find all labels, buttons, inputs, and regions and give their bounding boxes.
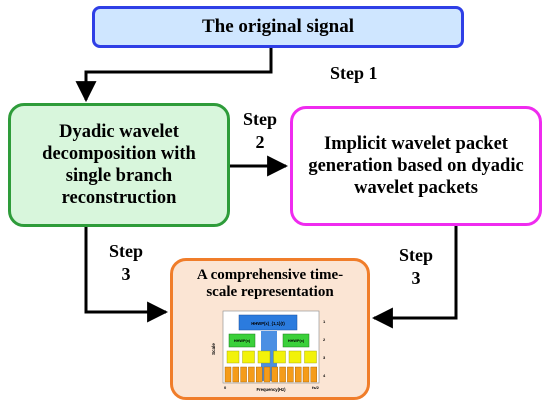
step2-number: 2 — [255, 131, 265, 152]
arrow-step3-right — [371, 226, 458, 329]
step1-label: Step 1 — [330, 63, 378, 83]
implicit-packet-box: Implicit wavelet packet generation based… — [290, 106, 542, 226]
thumbnail-level3-row — [226, 350, 317, 364]
thumbnail-y-tick-2: 2 — [323, 337, 326, 342]
thumbnail-level3-bar — [304, 350, 317, 364]
thumbnail-x-tick-start: 0 — [224, 385, 227, 390]
step2-word: Step — [242, 109, 277, 129]
dyadic-decomposition-box: Dyadic wavelet decomposition with single… — [8, 103, 230, 227]
thumbnail-level3-bar — [288, 350, 302, 364]
step3-left-number: 3 — [121, 263, 131, 284]
representation-box: A comprehensive time-scale representatio… — [170, 258, 370, 400]
arrow-step1 — [75, 48, 273, 103]
thumbnail-root-node — [238, 314, 298, 331]
thumbnail-x-tick-end: fs/2 — [312, 385, 320, 390]
original-signal-box: The original signal — [92, 6, 464, 48]
thumbnail-level4-bar — [279, 366, 286, 383]
step3-right-number: 3 — [411, 267, 421, 288]
step3-left-label: Step 3 — [98, 240, 154, 285]
thumbnail-level3-bar — [257, 350, 271, 364]
thumbnail-level4-bar — [271, 366, 278, 383]
thumbnail-level3-bar — [242, 350, 255, 364]
thumbnail-level3-bar — [226, 350, 240, 364]
representation-label: A comprehensive time-scale representatio… — [196, 267, 344, 301]
thumbnail-level2-right-label: HHWP(x) — [288, 339, 305, 343]
time-scale-thumbnail: HHWP(x)_{1,1}(t) HHWP(x) HHWP(x) Scale F… — [211, 310, 326, 392]
thumbnail-level2-left-label: HHWP(x) — [234, 339, 251, 343]
thumbnail-x-axis-label: Frequency(Hz) — [256, 387, 286, 392]
thumbnail-y-tick-3: 3 — [323, 355, 326, 360]
thumbnail-level4-bar — [263, 366, 271, 383]
thumbnail-level4-bar — [248, 366, 255, 383]
arrow-step3-left — [84, 227, 169, 323]
thumbnail-y-tick-4: 4 — [323, 373, 326, 378]
step2-label: Step 2 — [236, 108, 284, 153]
step3-right-label: Step 3 — [388, 244, 444, 289]
thumbnail-level2-left — [228, 333, 256, 348]
thumbnail-y-axis-label: Scale — [211, 343, 216, 355]
thumbnail-level4-bar — [232, 366, 239, 383]
dyadic-decomposition-label: Dyadic wavelet decomposition with single… — [42, 121, 196, 209]
implicit-packet-label: Implicit wavelet packet generation based… — [308, 133, 524, 199]
thumbnail-y-tick-1: 1 — [323, 319, 326, 324]
thumbnail-level4-bar — [240, 366, 247, 383]
original-signal-label: The original signal — [201, 16, 355, 37]
thumbnail-level4-bar — [310, 366, 318, 383]
thumbnail-level4-bar — [224, 366, 232, 383]
thumbnail-root-label: HHWP(x)_{1,1}(t) — [251, 321, 285, 326]
thumbnail-level4-bar — [302, 366, 310, 383]
thumbnail-level4-bar — [287, 366, 294, 383]
step3-left-word: Step — [108, 241, 143, 261]
thumbnail-level4-bar — [294, 366, 302, 383]
step3-right-word: Step — [398, 245, 433, 265]
thumbnail-level2-right — [282, 333, 310, 348]
thumbnail-level3-bar — [273, 350, 286, 364]
thumbnail-level4-row — [224, 366, 318, 383]
thumbnail-level4-bar — [256, 366, 263, 383]
